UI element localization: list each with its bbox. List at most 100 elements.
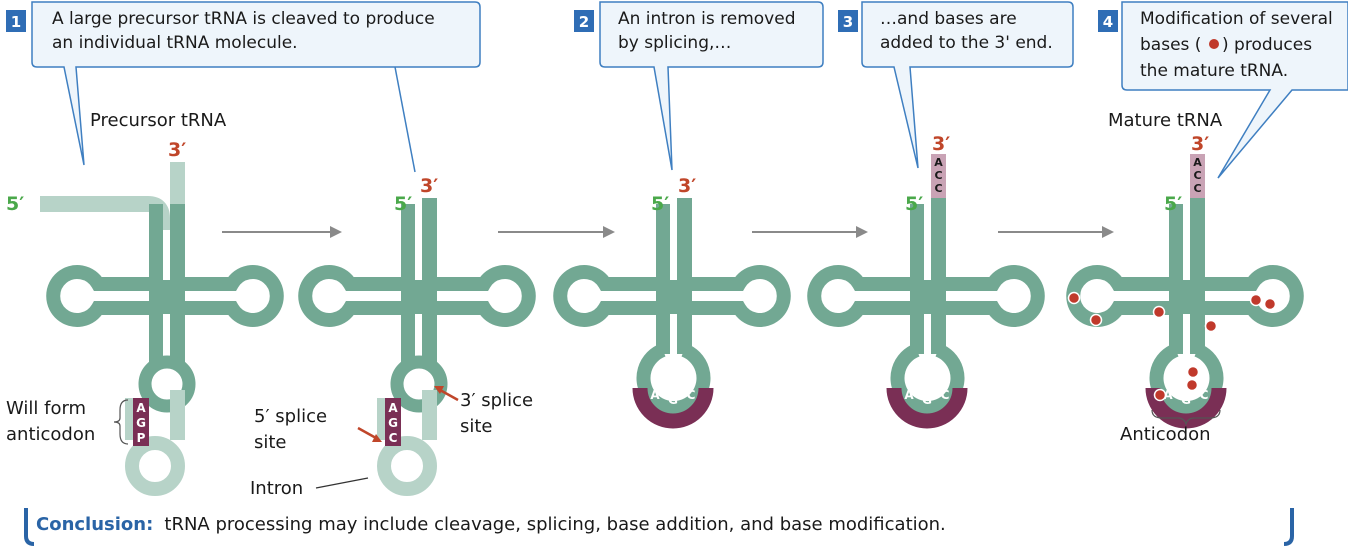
step-3-number: 3 [843,13,853,31]
mature-label: Mature tRNA [1108,110,1223,131]
modified-base-dot [1185,378,1199,392]
splice3-label-line2: site [460,416,493,437]
will-form-label-line2: anticodon [6,424,95,445]
cca-base-3: C [934,182,942,195]
spliced-5prime-label: 5′ [651,193,669,215]
mature-anticodon-base-2: G [1181,393,1191,407]
step-4-text-line2a: bases ( [1140,35,1201,55]
will-form-label-line1: Will form [6,398,86,419]
mature-cca-base-2: C [1193,169,1201,182]
trna-spliced: A G C 5′ 3′ [553,175,791,429]
splice3-label-line1: 3′ splice [460,390,533,411]
conclusion-bracket-right [1283,508,1294,546]
cca-anticodon-arc [886,387,968,429]
modified-base-dot [1152,305,1166,319]
spliced-base-2: G [668,393,678,407]
splice5-label-line1: 5′ splice [254,406,327,427]
cleaved-anticodon-box [385,398,401,446]
trna-cleaved: A G C 5′ 3′ 3′ splice site 5′ splice sit… [250,175,536,499]
intron-pointer [315,477,369,489]
precursor-base-3: P [137,431,146,445]
modified-base-dot [1153,388,1167,402]
cca-added-box [931,154,946,198]
mature-3prime-label: 3′ [1191,133,1209,155]
callout-step-1: 1 A large precursor tRNA is cleaved to p… [6,1,481,166]
modified-bases [1067,291,1277,402]
mature-cca-base-1: A [1193,156,1202,169]
spliced-3prime-label: 3′ [678,175,696,197]
splice3-arrow [439,388,459,402]
step-4-text-line2b: ) produces [1222,35,1312,55]
precursor-base-2: G [136,416,146,430]
splice5-arrow [357,426,377,440]
mature-5prime-label: 5′ [1164,193,1182,215]
anticodon-brace-1 [113,399,129,445]
conclusion-text: Conclusion: tRNA processing may include … [36,514,946,535]
cleaved-base-1: A [388,401,398,415]
modified-base-dot [1067,291,1081,305]
mature-anticodon-arc [1145,387,1227,429]
spliced-anticodon-arc [632,387,714,429]
conclusion-bold: Conclusion: [36,514,153,535]
step-2-badge [574,10,594,32]
trna-cca-added: A C C A G C 5′ 3′ [807,133,1045,429]
step-2-text-line2: by splicing,… [618,33,731,53]
step-3-text-line2: added to the 3' end. [880,33,1053,53]
spliced-base-1: A [650,388,660,402]
trna-precursor: A G P 5′ 3′ Precursor tRNA Will form ant… [6,110,284,496]
conclusion-body: tRNA processing may include cleavage, sp… [164,514,945,535]
cleaved-3prime-label: 3′ [420,175,438,197]
mature-cca-box [1190,154,1205,198]
step-2-number: 2 [579,13,589,31]
cca-anticodon-base-3: C [941,388,950,402]
precursor-anticodon-box [133,398,149,446]
splice5-arrowhead [372,434,382,442]
arrow-1-to-2 [222,226,342,238]
cca-base-1: A [934,156,943,169]
modified-base-dot [1204,319,1218,333]
modified-base-dot [1263,297,1277,311]
precursor-5-leader [40,196,170,230]
step-1-text-line2: an individual tRNA molecule. [52,33,298,53]
precursor-5prime-label: 5′ [6,193,24,215]
callout-step-3: 3 …and bases are added to the 3' end. [838,1,1074,169]
arrow-2-to-3 [498,226,615,238]
step-1-number: 1 [11,13,21,31]
intron-label: Intron [250,478,303,499]
step-2-text-line1: An intron is removed [618,9,796,29]
conclusion-bar: Conclusion: tRNA processing may include … [24,508,1294,546]
callout-step-4: 4 Modification of several bases ( ) prod… [1098,1,1348,179]
mature-anticodon-brace [1151,409,1221,426]
cleaved-5prime-label: 5′ [394,193,412,215]
spliced-base-3: C [687,388,696,402]
cca-base-2: C [934,169,942,182]
arrow-3-to-4 [752,226,868,238]
precursor-base-1: A [136,401,146,415]
modified-base-dot [1089,313,1103,327]
cca-5prime-label: 5′ [905,193,923,215]
mature-cca-base-3: C [1193,182,1201,195]
mature-anticodon-base-3: C [1200,388,1209,402]
cca-3prime-label: 3′ [932,133,950,155]
arrow-4-to-5 [998,226,1114,238]
cleaved-base-3: C [389,431,398,445]
splice3-arrowhead [434,386,444,394]
cleaved-base-2: G [388,416,398,430]
trna-mature: A C C A G C Anticodon 5′ 3′ Mature tRNA [1066,110,1304,445]
cca-anticodon-base-1: A [904,388,914,402]
step-4-text-line3: the mature tRNA. [1140,61,1288,81]
precursor-label: Precursor tRNA [90,110,227,131]
cca-anticodon-base-2: G [922,393,932,407]
modified-base-dot [1249,293,1263,307]
callout-step-2: 2 An intron is removed by splicing,… [574,1,824,171]
conclusion-bracket-left [24,508,35,546]
step-1-text-line1: A large precursor tRNA is cleaved to pro… [52,9,435,29]
step-4-number: 4 [1103,13,1113,31]
modified-base-dot [1186,365,1200,379]
callout-1-pointer [394,66,416,173]
anticodon-label: Anticodon [1120,424,1211,445]
splice5-label-line2: site [254,432,287,453]
modified-base-legend-dot [1209,39,1219,49]
mature-anticodon-base-1: A [1163,388,1173,402]
step-4-text-line1: Modification of several [1140,9,1333,29]
